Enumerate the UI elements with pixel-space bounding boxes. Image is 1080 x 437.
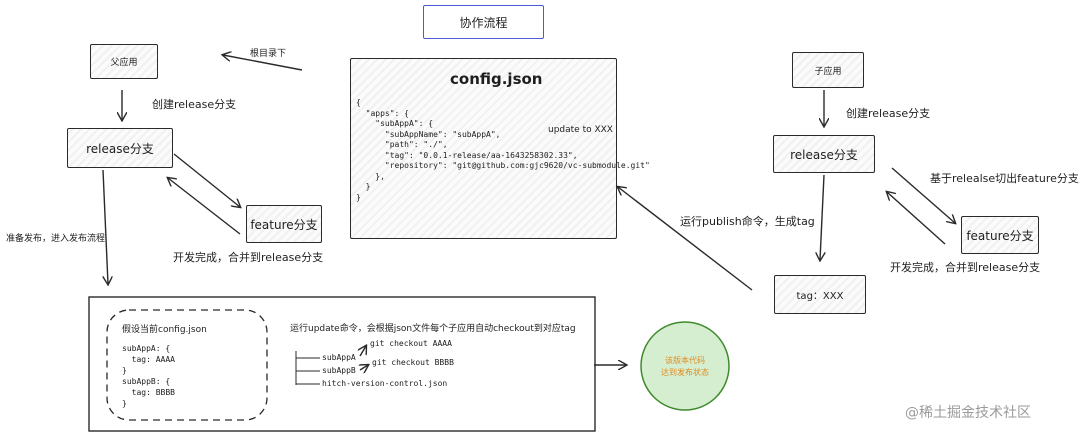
assume-config-title: 假设当前config.json bbox=[122, 325, 207, 335]
parent-root-dir-label: 根目录下 bbox=[250, 49, 287, 59]
run-update-note: 运行update命令，会根据json文件每个子应用自动checkout到对应ta… bbox=[290, 324, 576, 334]
config-json-code: { "apps": { "subAppA": { "subAppName": "… bbox=[356, 98, 650, 202]
assume-line: tag: BBBB bbox=[122, 388, 175, 397]
arrow-child-feature-to-release bbox=[887, 192, 946, 245]
child-merge-note: 开发完成，合并到release分支 bbox=[890, 261, 1041, 274]
checkout-b-label: git checkout BBBB bbox=[372, 358, 454, 367]
release-ready-line-2: 达到发布状态 bbox=[661, 368, 709, 377]
parent-prepare-release-label: 准备发布，进入发布流程 bbox=[6, 234, 106, 244]
tree-lines bbox=[295, 351, 320, 385]
assume-line: } bbox=[122, 366, 127, 375]
child-release-box: release分支 bbox=[773, 135, 875, 173]
arrow-tree-to-checkout-a bbox=[360, 346, 366, 357]
release-ready-line-1: 该版本代码 bbox=[665, 356, 705, 365]
arrow-release-to-publish-panel bbox=[102, 169, 108, 284]
arrow-tag-to-config bbox=[618, 187, 753, 291]
parent-feature-box: feature分支 bbox=[246, 205, 322, 243]
parent-release-box: release分支 bbox=[67, 128, 173, 168]
assume-line: subAppA: { bbox=[122, 344, 171, 353]
assume-dashed-box bbox=[106, 309, 268, 421]
child-tag-box: tag：XXX bbox=[774, 275, 866, 314]
child-cut-feature-label: 基于relealse切出feature分支 bbox=[930, 172, 1079, 185]
arrow-child-release-to-tag bbox=[820, 174, 824, 260]
update-panel-border bbox=[88, 296, 596, 432]
config-update-note: update to XXX bbox=[548, 125, 613, 135]
child-publish-note: 运行publish命令，生成tag bbox=[680, 215, 815, 228]
tree-item-version-json: hitch-version-control.json bbox=[322, 379, 448, 388]
child-feature-box: feature分支 bbox=[961, 216, 1039, 254]
flow-title: 协作流程 bbox=[423, 5, 544, 39]
checkout-a-label: git checkout AAAA bbox=[370, 339, 452, 348]
config-json-panel bbox=[350, 58, 617, 239]
child-create-branch-label: 创建release分支 bbox=[846, 107, 931, 120]
release-ready-circle bbox=[640, 321, 730, 411]
tree-item-subappb: subAppB bbox=[322, 366, 356, 375]
arrow-feature-to-release bbox=[168, 178, 241, 235]
arrow-tree-to-checkout-b bbox=[360, 365, 368, 370]
child-app-box: 子应用 bbox=[792, 52, 864, 88]
arrow-root-to-parent bbox=[223, 55, 303, 71]
arrow-release-to-feature bbox=[173, 153, 240, 207]
arrow-child-release-to-feature bbox=[891, 167, 955, 223]
watermark: @稀土掘金技术社区 bbox=[905, 405, 1031, 421]
assume-line: tag: AAAA bbox=[122, 355, 175, 364]
parent-app-box: 父应用 bbox=[90, 44, 158, 79]
tree-item-subappa: subAppA bbox=[322, 353, 356, 362]
assume-line: subAppB: { bbox=[122, 377, 171, 386]
config-json-heading: config.json bbox=[450, 70, 543, 88]
assume-line: } bbox=[122, 399, 127, 408]
parent-create-branch-label: 创建release分支 bbox=[152, 98, 237, 111]
parent-merge-note: 开发完成，合并到release分支 bbox=[173, 251, 324, 264]
